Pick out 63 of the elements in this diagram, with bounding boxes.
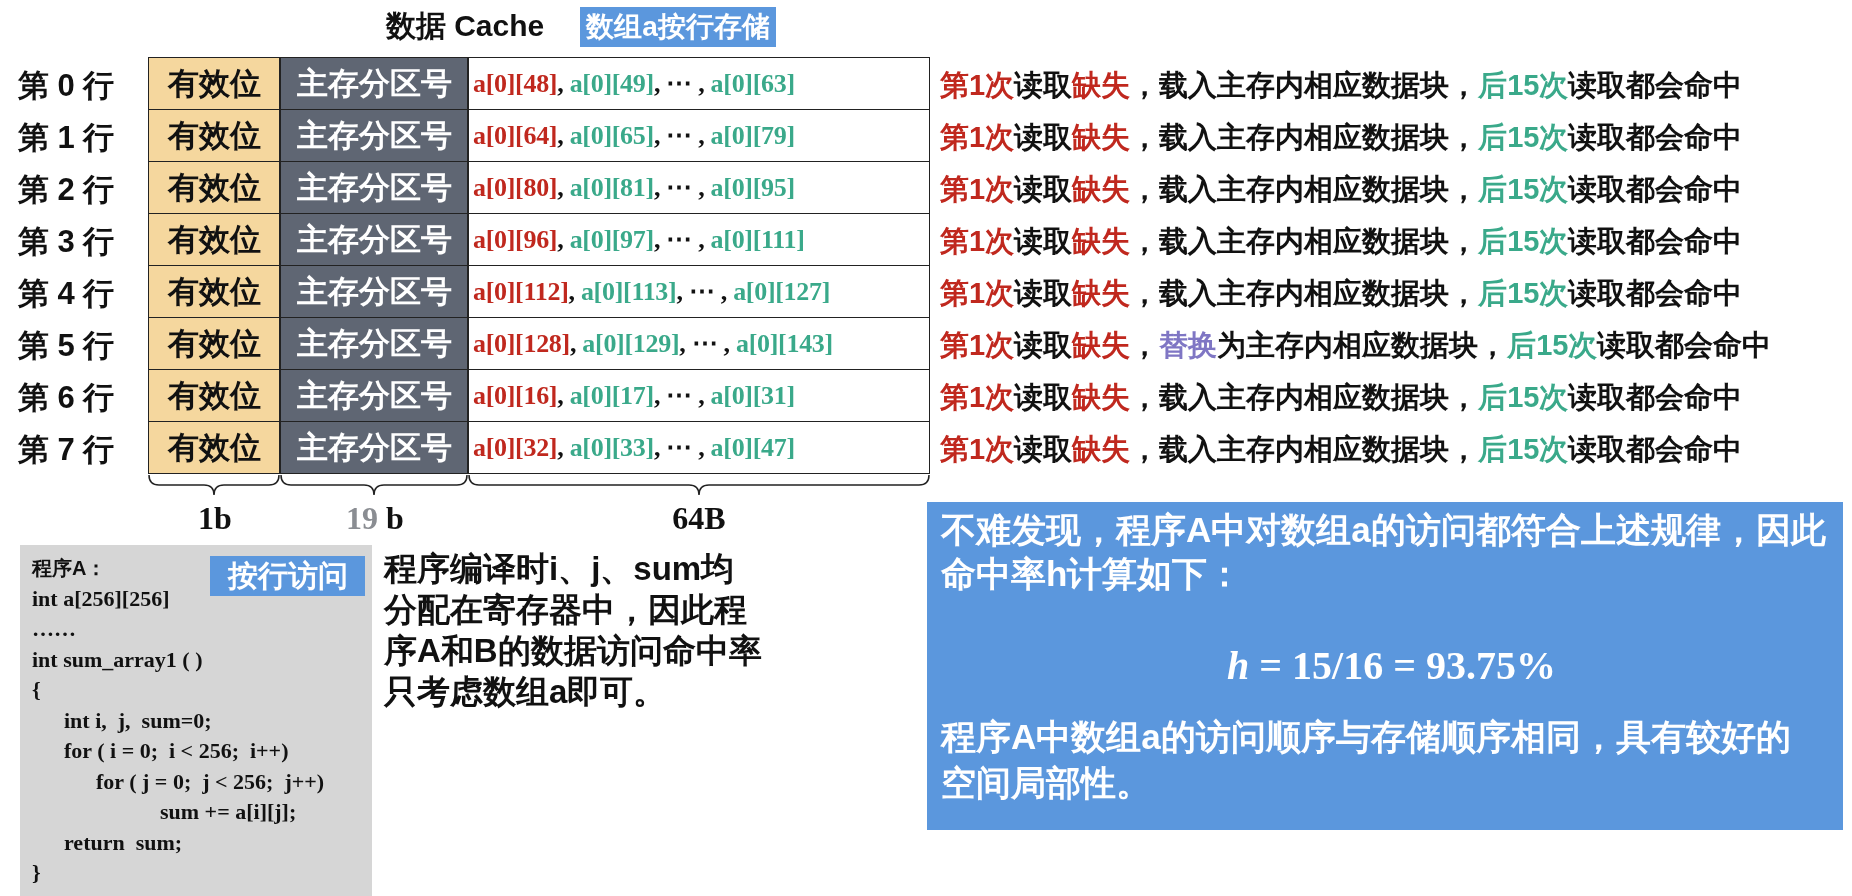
code-line: { [32,677,41,703]
result-note: 第1次读取缺失，载入主存内相应数据块，后15次读取都会命中 [940,224,1743,259]
formula: h = 15/16 = 93.75% [1227,642,1556,690]
tag-cell: 主存分区号 [280,109,468,162]
row-label: 第 0 行 [18,67,116,105]
valid-bit-cell: 有效位 [148,421,280,474]
code-line: for ( i = 0; i < 256; i++) [64,738,289,764]
valid-bit-cell: 有效位 [148,57,280,110]
valid-bit-cell: 有效位 [148,109,280,162]
note-text: 程序编译时i、j、sum均分配在寄存器中，因此程序A和B的数据访问命中率只考虑数组a即可。 [384,549,763,712]
code-line: return sum; [64,829,183,856]
valid-bit-cell: 有效位 [148,369,280,422]
tag-cell: 主存分区号 [280,213,468,266]
result-note: 第1次读取缺失，载入主存内相应数据块，后15次读取都会命中 [940,380,1743,415]
data-block-cell: a[0][128], a[0][129], ⋯ , a[0][143] [468,317,930,370]
valid-bit-cell: 有效位 [148,265,280,318]
summary-text: 不难发现，程序A中对数组a的访问都符合上述规律，因此命中率h计算如下： [941,509,1827,595]
code-panel [20,545,372,896]
data-block-cell: a[0][96], a[0][97], ⋯ , a[0][111] [468,213,930,266]
result-note: 第1次读取缺失，载入主存内相应数据块，后15次读取都会命中 [940,172,1743,207]
tag-cell: 主存分区号 [280,57,468,110]
data-block-cell: a[0][16], a[0][17], ⋯ , a[0][31] [468,369,930,422]
data-block-cell: a[0][80], a[0][81], ⋯ , a[0][95] [468,161,930,214]
tag-cell: 主存分区号 [280,265,468,318]
size-label: 64B [671,500,727,537]
row-label: 第 4 行 [18,275,116,313]
tag-cell: 主存分区号 [280,421,468,474]
access-badge: 按行访问 [210,556,365,596]
code-line: for ( j = 0; j < 256; j++) [96,768,325,795]
tag-cell: 主存分区号 [280,369,468,422]
result-note: 第1次读取缺失，替换为主存内相应数据块，后15次读取都会命中 [940,328,1772,363]
size-label: 1b [197,500,233,537]
row-label: 第 7 行 [18,431,116,469]
tag-cell: 主存分区号 [280,317,468,370]
row-label: 第 1 行 [18,119,116,157]
summary-panel [927,502,1843,830]
code-line: …… [32,616,76,642]
result-note: 第1次读取缺失，载入主存内相应数据块，后15次读取都会命中 [940,276,1743,311]
code-line: int a[256][256] [32,585,170,612]
title: 数据 Cache [384,8,546,44]
data-block-cell: a[0][64], a[0][65], ⋯ , a[0][79] [468,109,930,162]
data-block-cell: a[0][48], a[0][49], ⋯ , a[0][63] [468,57,930,110]
size-label: 19 b [345,500,405,537]
valid-bit-cell: 有效位 [148,317,280,370]
row-label: 第 6 行 [18,379,116,417]
data-block-cell: a[0][32], a[0][33], ⋯ , a[0][47] [468,421,930,474]
heading-badge: 数组a按行存储 [580,7,776,47]
code-line: 程序A： [32,556,107,581]
code-line: } [32,860,41,886]
valid-bit-cell: 有效位 [148,213,280,266]
row-label: 第 2 行 [18,171,116,209]
result-note: 第1次读取缺失，载入主存内相应数据块，后15次读取都会命中 [940,68,1743,103]
summary-text: 程序A中数组a的访问顺序与存储顺序相同，具有较好的空间局部性。 [941,716,1792,804]
code-line: sum += a[i][j]; [160,799,297,825]
data-block-cell: a[0][112], a[0][113], ⋯ , a[0][127] [468,265,930,318]
code-line: int sum_array1 ( ) [32,646,203,673]
row-label: 第 5 行 [18,327,116,365]
result-note: 第1次读取缺失，载入主存内相应数据块，后15次读取都会命中 [940,432,1743,467]
row-label: 第 3 行 [18,223,116,261]
result-note: 第1次读取缺失，载入主存内相应数据块，后15次读取都会命中 [940,120,1743,155]
code-line: int i, j, sum=0; [64,707,212,734]
tag-cell: 主存分区号 [280,161,468,214]
valid-bit-cell: 有效位 [148,161,280,214]
